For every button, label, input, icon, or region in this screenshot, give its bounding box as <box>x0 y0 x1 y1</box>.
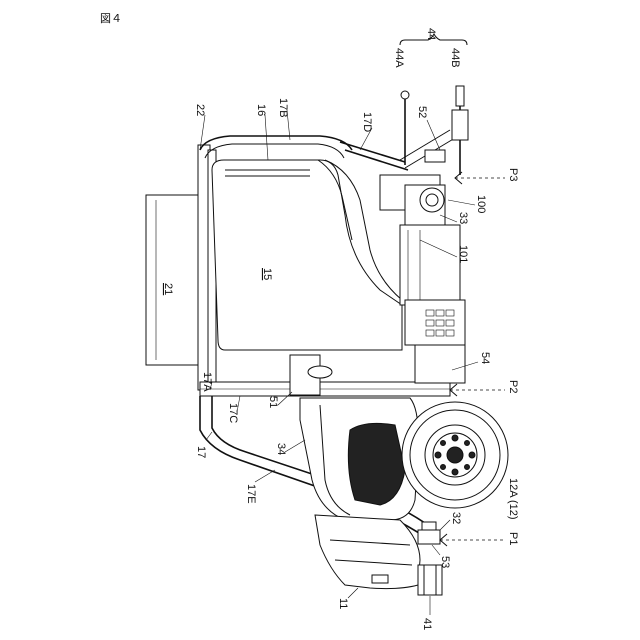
label-51: 51 <box>267 396 279 408</box>
coupling-53 <box>418 522 440 544</box>
label-11: 11 <box>337 598 349 609</box>
label-52: 52 <box>416 106 428 118</box>
label-44B: 44B <box>449 48 461 68</box>
label-17: 17 <box>195 446 207 458</box>
label-P2: P2 <box>507 380 519 393</box>
seat-21 <box>146 195 200 365</box>
label-53: 53 <box>439 556 451 568</box>
label-21: 21 <box>162 283 174 295</box>
label-41: 41 <box>421 618 433 630</box>
label-101: 101 <box>457 245 469 263</box>
label-17A: 17A <box>201 372 213 392</box>
label-17E: 17E <box>245 484 257 504</box>
label-16: 16 <box>255 104 267 116</box>
label-32: 32 <box>450 512 462 524</box>
label-P1: P1 <box>507 532 519 545</box>
label-100: 100 <box>475 195 487 213</box>
figure-label: 図４ <box>100 12 122 25</box>
shaft-41 <box>418 565 442 595</box>
engine-34 <box>300 398 418 520</box>
cover-16 <box>212 160 402 350</box>
wheel-12A <box>402 402 508 508</box>
label-15: 15 <box>261 268 273 280</box>
tank-11 <box>315 515 420 589</box>
label-22: 22 <box>194 104 206 116</box>
label-17B: 17B <box>277 98 289 118</box>
label-17D: 17D <box>361 112 373 132</box>
label-12A: 12A (12) <box>507 478 519 520</box>
label-54: 54 <box>479 352 491 364</box>
label-44: 44 <box>425 28 437 40</box>
label-44A: 44A <box>393 48 405 68</box>
label-33: 33 <box>457 212 469 224</box>
label-17C: 17C <box>227 403 239 423</box>
label-P3: P3 <box>507 168 519 181</box>
label-34: 34 <box>275 443 287 455</box>
